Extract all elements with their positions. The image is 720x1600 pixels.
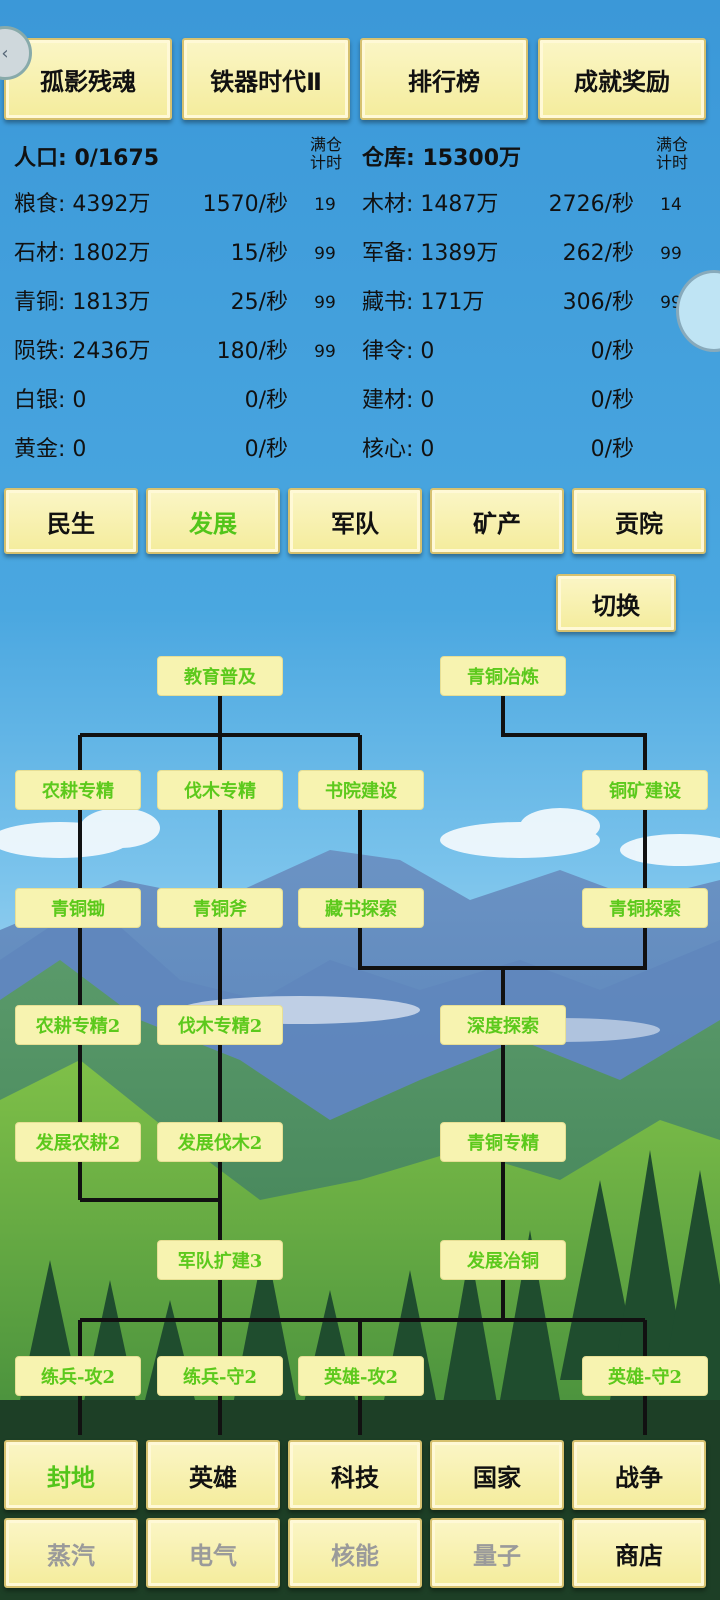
nav-electric[interactable]: 电气 [146, 1518, 280, 1588]
nav-technology[interactable]: 科技 [288, 1440, 422, 1510]
resource-name: 藏书: 171万 [362, 290, 485, 315]
resource-rate: 25/秒 [230, 290, 288, 315]
nav-shop[interactable]: 商店 [572, 1518, 706, 1588]
tech-node-hero-attack-2[interactable]: 英雄-攻2 [298, 1356, 424, 1396]
nav-quantum[interactable]: 量子 [430, 1518, 564, 1588]
tech-node-army-expand-3[interactable]: 军队扩建3 [157, 1240, 283, 1280]
resource-rate: 262/秒 [562, 241, 634, 266]
resource-name: 律令: 0 [362, 339, 435, 364]
nav-war[interactable]: 战争 [572, 1440, 706, 1510]
tech-node-copper-mine-build[interactable]: 铜矿建设 [582, 770, 708, 810]
resource-rate: 306/秒 [562, 290, 634, 315]
tech-node-bronze-axe[interactable]: 青铜斧 [157, 888, 283, 928]
tech-node-train-attack-2[interactable]: 练兵-攻2 [15, 1356, 141, 1396]
tech-node-bronze-smelting[interactable]: 青铜冶炼 [440, 656, 566, 696]
resource-name: 黄金: 0 [14, 437, 87, 462]
resource-timer: 99 [314, 342, 336, 362]
tab-academy[interactable]: 贡院 [572, 488, 706, 554]
faction-button[interactable]: 孤影残魂 [4, 38, 172, 120]
tech-node-farming-mastery[interactable]: 农耕专精 [15, 770, 141, 810]
achievement-rewards-button[interactable]: 成就奖励 [538, 38, 706, 120]
resource-name: 青铜: 1813万 [14, 290, 151, 315]
resource-timer: 19 [314, 195, 336, 215]
resource-name: 陨铁: 2436万 [14, 339, 151, 364]
tech-node-deep-explore[interactable]: 深度探索 [440, 1005, 566, 1045]
resource-rate: 0/秒 [590, 339, 634, 364]
resource-rate: 15/秒 [230, 241, 288, 266]
tech-node-bronze-hoe[interactable]: 青铜锄 [15, 888, 141, 928]
resource-rate: 0/秒 [244, 388, 288, 413]
nav-nuclear[interactable]: 核能 [288, 1518, 422, 1588]
resource-rate: 0/秒 [244, 437, 288, 462]
tech-node-education[interactable]: 教育普及 [157, 656, 283, 696]
resource-timer: 99 [314, 293, 336, 313]
tab-mining[interactable]: 矿产 [430, 488, 564, 554]
warehouse-stat: 仓库: 15300万 [362, 146, 522, 171]
tech-node-develop-copper[interactable]: 发展冶铜 [440, 1240, 566, 1280]
nav-nation[interactable]: 国家 [430, 1440, 564, 1510]
tech-node-train-defense-2[interactable]: 练兵-守2 [157, 1356, 283, 1396]
resource-timer: 14 [660, 195, 682, 215]
resource-name: 木材: 1487万 [362, 192, 499, 217]
resource-name: 石材: 1802万 [14, 241, 151, 266]
resource-rate: 180/秒 [216, 339, 288, 364]
tech-node-logging-mastery-2[interactable]: 伐木专精2 [157, 1005, 283, 1045]
full-timer-header-right: 满仓计时 [655, 135, 688, 172]
resource-rate: 2726/秒 [548, 192, 634, 217]
tech-node-book-explore[interactable]: 藏书探索 [298, 888, 424, 928]
resource-name: 白银: 0 [14, 388, 87, 413]
tab-livelihood[interactable]: 民生 [4, 488, 138, 554]
resource-name: 粮食: 4392万 [14, 192, 151, 217]
resource-timer: 99 [660, 244, 682, 264]
tech-node-bronze-mastery[interactable]: 青铜专精 [440, 1122, 566, 1162]
resource-rate: 1570/秒 [202, 192, 288, 217]
nav-hero[interactable]: 英雄 [146, 1440, 280, 1510]
leaderboard-button[interactable]: 排行榜 [360, 38, 528, 120]
full-timer-header-left: 满仓计时 [309, 135, 342, 172]
tab-development[interactable]: 发展 [146, 488, 280, 554]
switch-button[interactable]: 切换 [556, 574, 676, 632]
nav-steam[interactable]: 蒸汽 [4, 1518, 138, 1588]
tech-node-develop-farming-2[interactable]: 发展农耕2 [15, 1122, 141, 1162]
population-stat: 人口: 0/1675 [14, 146, 160, 171]
tech-node-develop-logging-2[interactable]: 发展伐木2 [157, 1122, 283, 1162]
tech-node-logging-mastery[interactable]: 伐木专精 [157, 770, 283, 810]
era-button[interactable]: 铁器时代Ⅱ [182, 38, 350, 120]
nav-fief[interactable]: 封地 [4, 1440, 138, 1510]
tab-army[interactable]: 军队 [288, 488, 422, 554]
resource-timer: 99 [314, 244, 336, 264]
resource-name: 建材: 0 [362, 388, 435, 413]
resource-name: 核心: 0 [362, 437, 435, 462]
tech-node-hero-defense-2[interactable]: 英雄-守2 [582, 1356, 708, 1396]
tech-node-farming-mastery-2[interactable]: 农耕专精2 [15, 1005, 141, 1045]
resource-rate: 0/秒 [590, 388, 634, 413]
tech-node-bronze-explore[interactable]: 青铜探索 [582, 888, 708, 928]
resource-rate: 0/秒 [590, 437, 634, 462]
tech-node-academy-build[interactable]: 书院建设 [298, 770, 424, 810]
resource-name: 军备: 1389万 [362, 241, 499, 266]
